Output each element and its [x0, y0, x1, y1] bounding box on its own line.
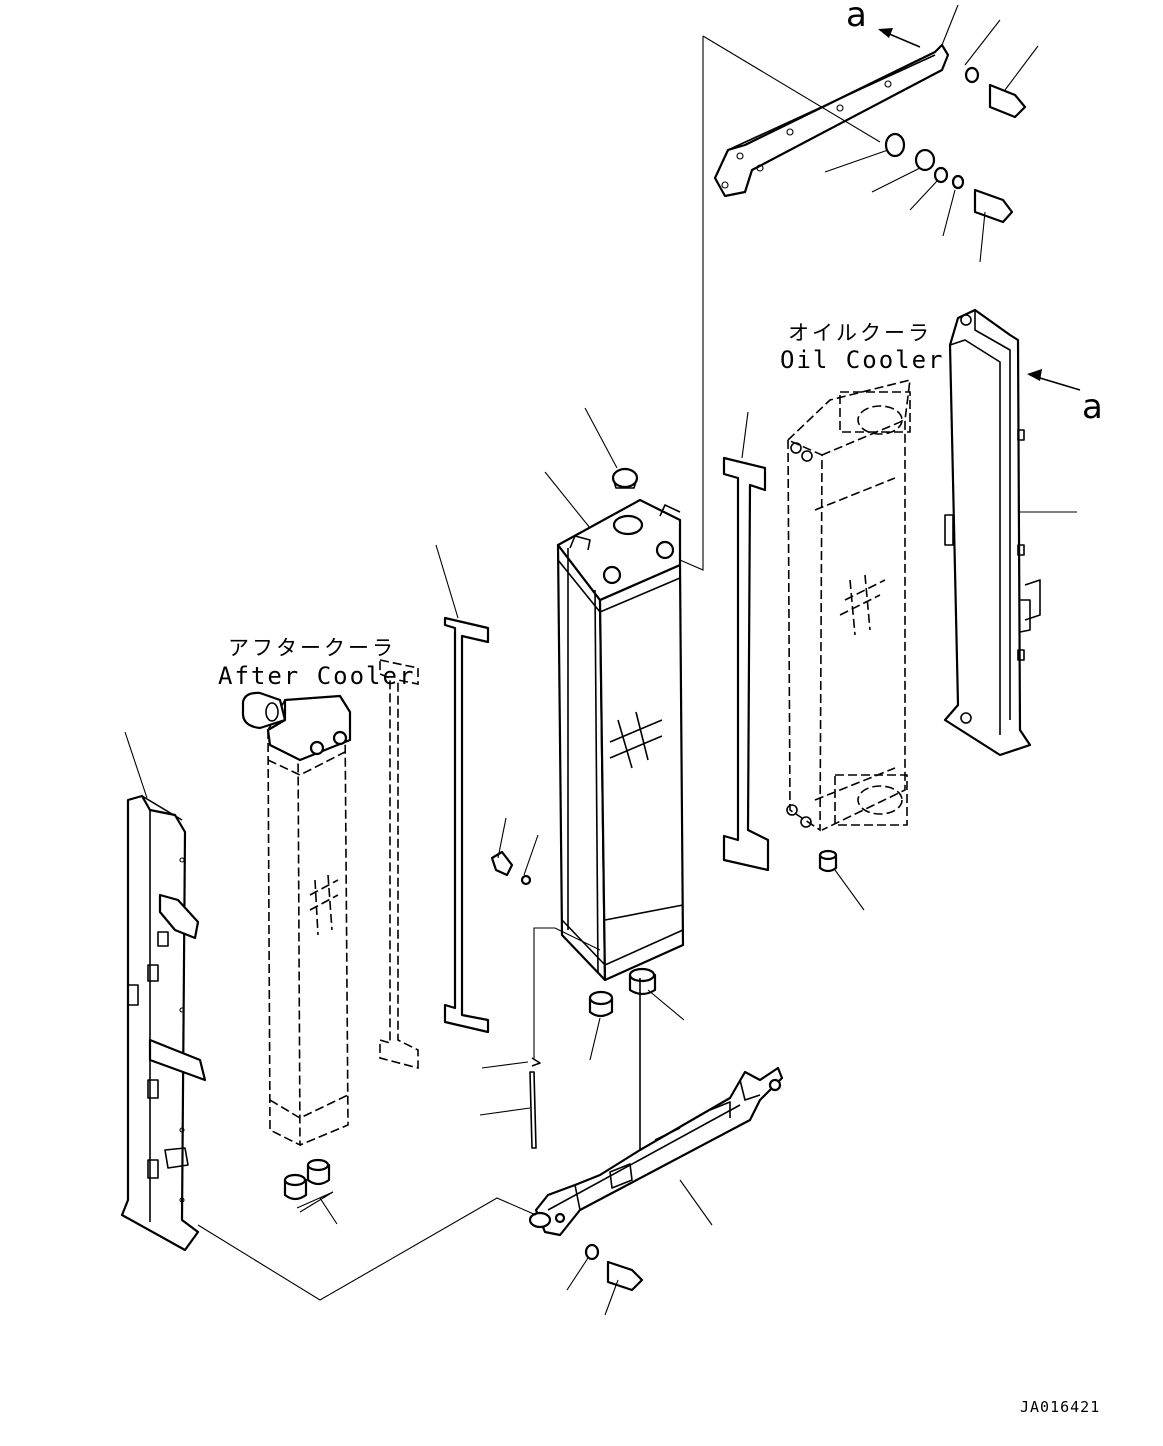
- oil-cooler-seal: [722, 456, 770, 872]
- after-cooler-seal: [379, 659, 419, 1070]
- view-mark-top: a: [846, 0, 867, 35]
- view-arrow-top: a: [846, 0, 921, 48]
- oil-cooler-label-en: Oil Cooler: [780, 346, 945, 374]
- radiator-core: [556, 498, 685, 982]
- oil-cooler-cap: [818, 849, 838, 873]
- top-bolt-set: [884, 66, 1027, 224]
- bottom-support-bracket: [528, 978, 784, 1237]
- drain-valve: [490, 850, 532, 886]
- bottom-bolt-set: [584, 1243, 644, 1292]
- left-side-support: [120, 794, 207, 1252]
- radiator-seal: [443, 616, 490, 1034]
- pin-and-clip: [529, 927, 601, 1149]
- view-arrow-right: a: [1027, 369, 1103, 427]
- after-cooler-caps: [283, 1158, 331, 1201]
- after-cooler-label-en: After Cooler: [218, 662, 415, 690]
- view-mark-right: a: [1082, 387, 1103, 427]
- oil-cooler-label-jp: オイルクーラ: [788, 321, 932, 345]
- drawing-code: JA016421: [1020, 1398, 1100, 1416]
- top-support-bracket: [713, 43, 950, 198]
- right-side-support: [943, 308, 1041, 757]
- after-cooler-label-jp: アフタークーラ: [228, 636, 396, 660]
- after-cooler-core: アフタークーラ After Cooler: [218, 636, 415, 1147]
- radiator-cap: [611, 467, 639, 489]
- oil-cooler-core: オイルクーラ Oil Cooler: [780, 321, 945, 832]
- radiator-mount-pads: [588, 967, 657, 1018]
